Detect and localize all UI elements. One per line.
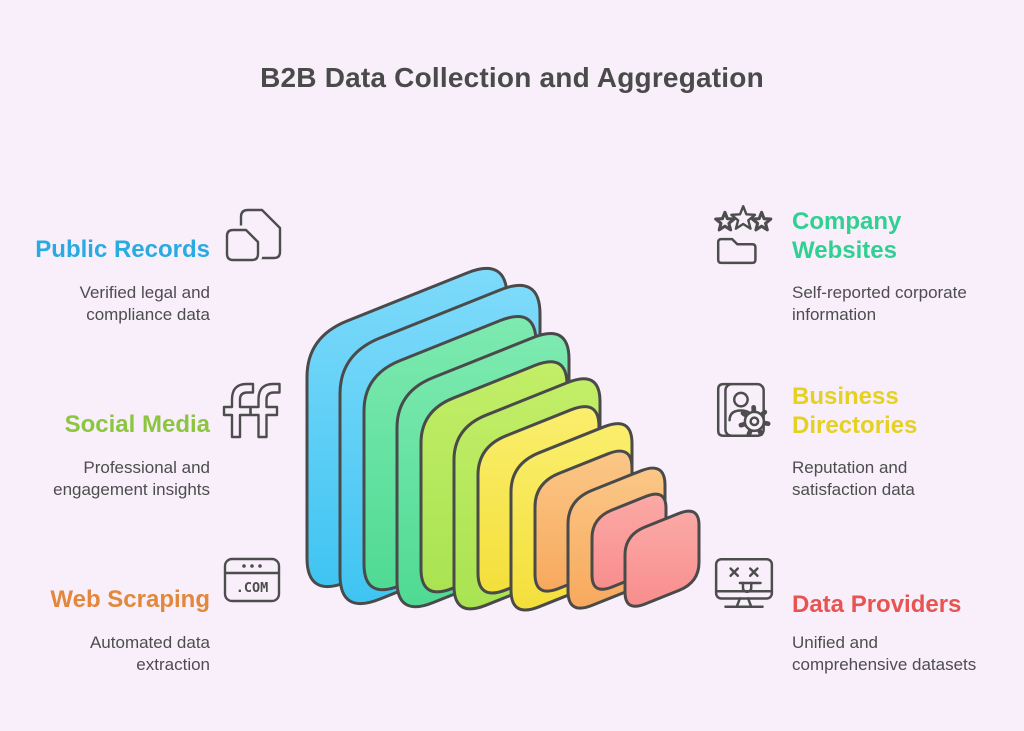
directory-gear-icon xyxy=(716,382,771,438)
item-heading: Business Directories xyxy=(792,383,918,439)
item-company-websites: Company Websites Self-reported corporate… xyxy=(712,195,1012,355)
item-description: Unified and comprehensive datasets xyxy=(792,633,977,674)
browser-com-icon: .COM xyxy=(223,557,281,603)
item-heading: Data Providers xyxy=(792,591,962,618)
item-heading: Company Websites xyxy=(792,208,902,264)
documents-icon xyxy=(222,208,282,265)
item-description: Automated data extraction xyxy=(89,633,210,674)
page-title: B2B Data Collection and Aggregation xyxy=(260,62,764,93)
item-business-directories: Business Directories Reputation and sati… xyxy=(712,370,1012,530)
double-f-icon xyxy=(222,382,281,439)
stars-folder-icon xyxy=(714,205,773,265)
item-heading: Web Scraping xyxy=(50,586,210,613)
item-web-scraping: .COM Web Scraping Automated data extract… xyxy=(20,545,282,705)
stacked-layers-graphic xyxy=(305,267,701,612)
gear-glyph xyxy=(738,405,771,437)
item-data-providers: Data Providers Unified and comprehensive… xyxy=(712,545,1012,705)
item-social-media: Social Media Professional and engagement… xyxy=(20,370,282,530)
item-description: Reputation and satisfaction data xyxy=(792,458,915,499)
item-description: Verified legal and compliance data xyxy=(79,283,210,324)
com-label: .COM xyxy=(236,580,269,596)
item-description: Professional and engagement insights xyxy=(53,458,210,499)
item-description: Self-reported corporate information xyxy=(792,283,967,324)
item-heading: Public Records xyxy=(35,236,210,263)
monitor-face-icon xyxy=(714,557,774,608)
layer-6-pink-face xyxy=(623,509,701,608)
item-heading: Social Media xyxy=(64,411,210,438)
item-public-records: Public Records Verified legal and compli… xyxy=(20,195,282,355)
